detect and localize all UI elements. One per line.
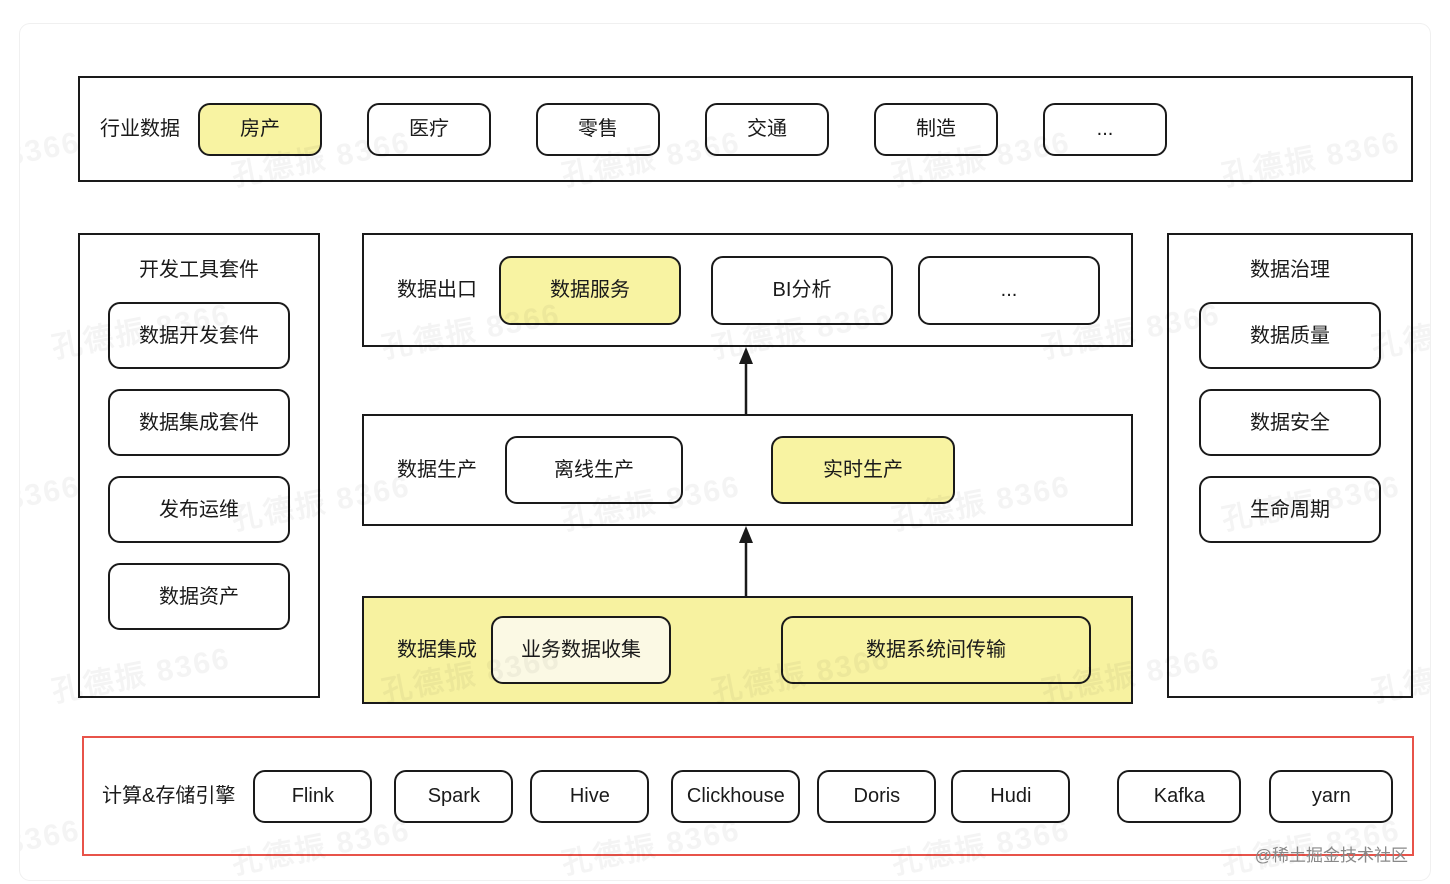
data-governance-item-2-label: 生命周期 [1250, 498, 1330, 521]
engine-chip-3[interactable]: Clickhouse [671, 769, 801, 823]
industry-chip-0[interactable]: 房产 [198, 102, 322, 156]
data-governance-item-group: 数据质量数据安全生命周期 [1169, 302, 1411, 563]
diagram-canvas: 孔德振 8366孔德振 8366孔德振 8366孔德振 8366孔德振 8366… [20, 24, 1430, 880]
data-integration-band: 数据集成 业务数据收集 数据系统间传输 [362, 596, 1133, 704]
dev-toolkit-panel: 开发工具套件 数据开发套件数据集成套件发布运维数据资产 [78, 233, 320, 698]
dev-toolkit-item-1-label: 数据集成套件 [139, 411, 259, 434]
industry-data-label: 行业数据 [100, 118, 180, 140]
dev-toolkit-item-2-label: 发布运维 [159, 498, 239, 521]
engine-chip-2[interactable]: Hive [530, 769, 650, 823]
data-outlet-label: 数据出口 [397, 279, 477, 301]
data-outlet-chip-1[interactable]: BI分析 [711, 255, 893, 325]
dev-toolkit-item-1[interactable]: 数据集成套件 [108, 389, 290, 456]
engine-chip-6[interactable]: Kafka [1117, 769, 1242, 823]
industry-chip-3[interactable]: 交通 [705, 102, 829, 156]
data-integration-chip-0[interactable]: 业务数据收集 [491, 616, 671, 684]
compute-storage-engine-band: 计算&存储引擎 Flink Spark Hive Clickhouse Doris Hud… [82, 736, 1414, 856]
engine-chip-1-label: Spark [427, 785, 480, 807]
engine-chip-7[interactable]: yarn [1269, 769, 1394, 823]
industry-chip-0-label: 房产 [240, 118, 280, 140]
industry-chip-group: 房产 医疗 零售 交通 制造... [198, 102, 1212, 156]
data-production-chip-0-label: 离线生产 [554, 459, 634, 481]
data-production-band: 数据生产 离线生产 实时生产 [362, 414, 1133, 526]
engine-chip-5-label: Hudi [990, 785, 1032, 807]
engine-chip-4-label: Doris [853, 785, 901, 807]
industry-chip-4-label: 制造 [916, 118, 956, 140]
engine-chip-3-label: Clickhouse [686, 785, 785, 807]
engine-chip-2-label: Hive [569, 785, 610, 807]
data-integration-label: 数据集成 [397, 639, 477, 661]
data-governance-item-2[interactable]: 生命周期 [1199, 476, 1381, 543]
data-outlet-chip-1-label: BI分析 [772, 279, 832, 301]
dev-toolkit-item-3-label: 数据资产 [159, 585, 239, 608]
data-governance-title: 数据治理 [1250, 259, 1330, 281]
data-production-chip-group: 离线生产 实时生产 [505, 436, 955, 504]
engine-chip-1[interactable]: Spark [394, 769, 514, 823]
data-production-chip-1[interactable]: 实时生产 [771, 436, 955, 504]
data-governance-item-0[interactable]: 数据质量 [1199, 302, 1381, 369]
data-outlet-chip-2-label: ... [1000, 279, 1018, 301]
watermark-tile: 孔德振 8366 [20, 805, 84, 880]
data-outlet-chip-2[interactable]: ... [918, 255, 1100, 325]
engine-chip-4[interactable]: Doris [817, 769, 937, 823]
dev-toolkit-item-2[interactable]: 发布运维 [108, 476, 290, 543]
engine-chip-5[interactable]: Hudi [951, 769, 1071, 823]
industry-data-band: 行业数据 房产 医疗 零售 交通 制造... [78, 76, 1413, 182]
industry-chip-5[interactable]: ... [1043, 102, 1167, 156]
data-integration-chip-group: 业务数据收集 数据系统间传输 [491, 616, 1091, 684]
source-credit: @稀土掘金技术社区 [1254, 846, 1408, 865]
compute-storage-engine-label: 计算&存储引擎 [102, 785, 236, 807]
industry-chip-4[interactable]: 制造 [874, 102, 998, 156]
dev-toolkit-item-group: 数据开发套件数据集成套件发布运维数据资产 [80, 302, 318, 650]
dev-toolkit-item-0[interactable]: 数据开发套件 [108, 302, 290, 369]
engine-chip-group: Flink Spark Hive Clickhouse Doris Hudi Kafka ya… [253, 769, 1394, 823]
arrow-production-to-outlet [739, 347, 753, 415]
data-production-chip-1-label: 实时生产 [823, 459, 903, 481]
watermark-tile: 孔德振 8366 [20, 461, 84, 539]
data-integration-chip-0-label: 业务数据收集 [521, 639, 641, 661]
industry-chip-2-label: 零售 [578, 118, 618, 140]
industry-chip-2[interactable]: 零售 [536, 102, 660, 156]
data-integration-chip-1-label: 数据系统间传输 [866, 639, 1006, 661]
data-integration-chip-1[interactable]: 数据系统间传输 [781, 616, 1091, 684]
engine-chip-7-label: yarn [1311, 785, 1351, 807]
arrow-integration-to-production [739, 526, 753, 597]
dev-toolkit-item-0-label: 数据开发套件 [139, 324, 259, 347]
data-governance-item-1-label: 数据安全 [1250, 411, 1330, 434]
data-outlet-chip-0-label: 数据服务 [550, 279, 630, 301]
industry-chip-1-label: 医疗 [409, 118, 449, 140]
data-production-chip-0[interactable]: 离线生产 [505, 436, 683, 504]
data-governance-panel: 数据治理 数据质量数据安全生命周期 [1167, 233, 1413, 698]
data-outlet-band: 数据出口 数据服务 BI分析... [362, 233, 1133, 347]
dev-toolkit-item-3[interactable]: 数据资产 [108, 563, 290, 630]
industry-chip-1[interactable]: 医疗 [367, 102, 491, 156]
dev-toolkit-title: 开发工具套件 [139, 259, 259, 281]
data-governance-item-0-label: 数据质量 [1250, 324, 1330, 347]
watermark-tile: 孔德振 8366 [20, 117, 84, 195]
engine-chip-0[interactable]: Flink [253, 769, 373, 823]
data-outlet-chip-0[interactable]: 数据服务 [499, 255, 681, 325]
industry-chip-3-label: 交通 [747, 118, 787, 140]
engine-chip-6-label: Kafka [1153, 785, 1205, 807]
data-governance-item-1[interactable]: 数据安全 [1199, 389, 1381, 456]
engine-chip-0-label: Flink [291, 785, 334, 807]
industry-chip-5-label: ... [1096, 118, 1114, 140]
data-production-label: 数据生产 [397, 459, 477, 481]
data-outlet-chip-group: 数据服务 BI分析... [499, 255, 1100, 325]
